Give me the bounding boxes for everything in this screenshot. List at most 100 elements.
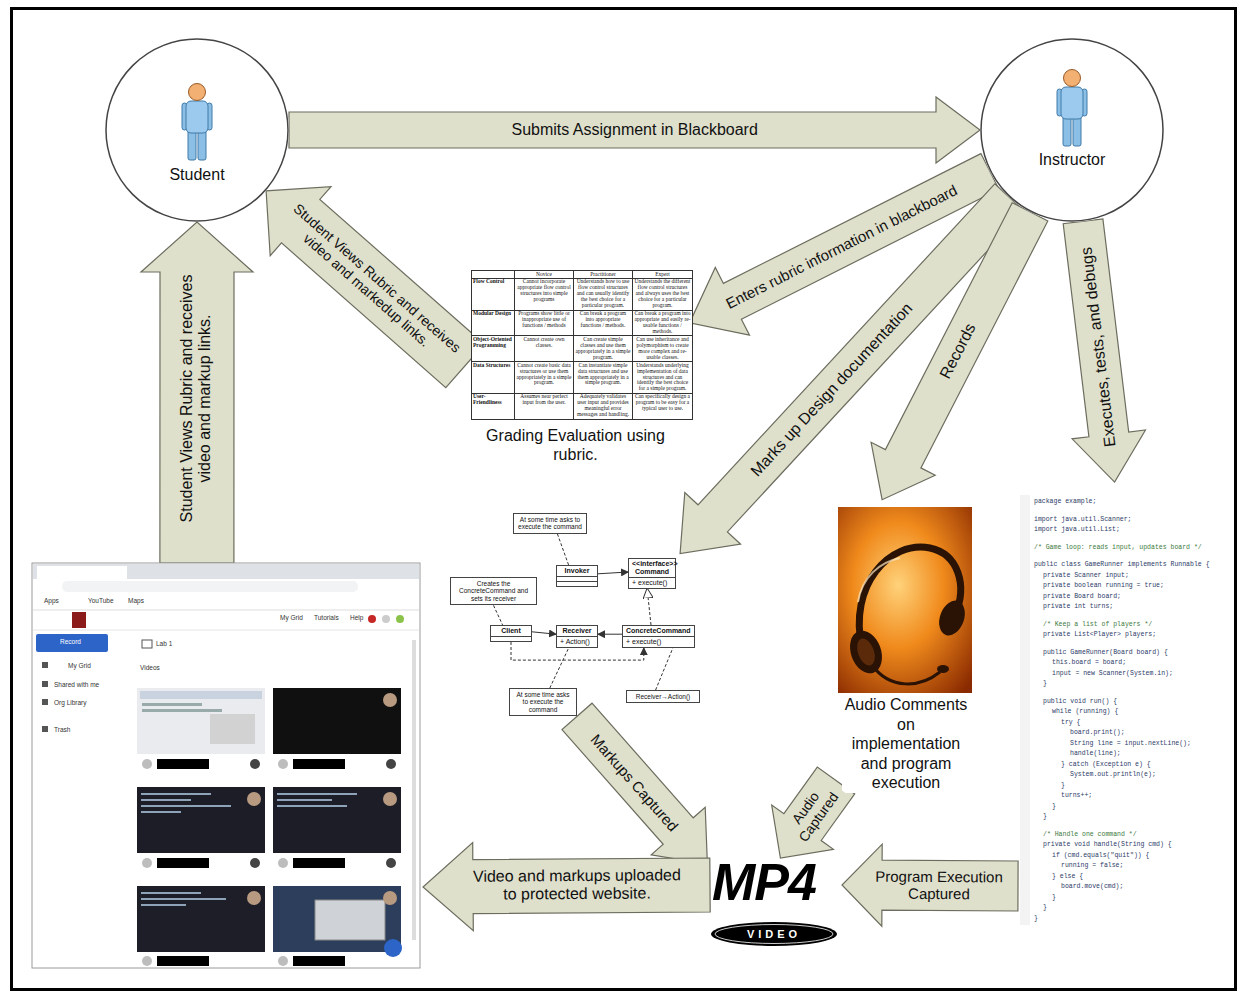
drawing-part: [273, 886, 401, 952]
drawing-part: [293, 956, 345, 966]
drawing-part: [278, 759, 288, 769]
drawing-part: [141, 799, 191, 801]
arrow-label-slot: Student Views Rubric and receives video …: [273, 194, 471, 374]
text-slot: }: [1043, 904, 1047, 912]
code-line: board.print();: [1070, 729, 1125, 737]
rubric-row: Modular DesignPrograms show little or in…: [472, 310, 693, 336]
drawing-part: [62, 581, 358, 592]
rubric-row: NovicePractitionerExpert: [472, 271, 693, 279]
uml-class: Invoker: [556, 565, 598, 587]
drawing-part: [157, 956, 209, 966]
logo-text: MP4: [712, 856, 816, 908]
drawing-part: [33, 610, 419, 611]
actor-name: Student: [105, 165, 289, 185]
uml-note: At some time asks to execute the command: [513, 513, 587, 534]
drawing-part: [277, 793, 357, 795]
code-line: }: [1061, 782, 1065, 790]
drawing-part: [386, 759, 396, 769]
rubric-row: Data StructuresCannot create basic data …: [472, 362, 693, 394]
text-slot: Apps: [44, 597, 59, 605]
code-line: turns++;: [1061, 792, 1092, 800]
code-line: this.board = board;: [1052, 659, 1126, 667]
arrow-label-slot: Program Execution Captured: [865, 868, 1013, 903]
drawing-part: [277, 799, 332, 801]
arrow-label: Submits Assignment in Blackboard: [512, 121, 758, 139]
rubric-criterion: User-Friendliness: [472, 393, 515, 419]
drawing-part: [935, 597, 970, 639]
uml-connector: [557, 534, 568, 565]
circle-shape: [980, 38, 1164, 222]
website-screenshot: [32, 563, 420, 968]
arrow-label: Program Execution Captured: [865, 868, 1013, 903]
text-slot: import java.util.List;: [1034, 526, 1120, 534]
circle-border: [981, 39, 1163, 221]
drawing-part: [142, 759, 152, 769]
code-line: private int turns;: [1043, 603, 1113, 611]
rubric-criterion: Modular Design: [472, 310, 515, 336]
screen-text: Help: [350, 614, 363, 622]
text-slot: } catch (Exception e) {: [1061, 761, 1151, 769]
code-line: private List<Player> players;: [1043, 631, 1156, 639]
circle-ground: [980, 38, 1164, 222]
uml-connector: [647, 589, 651, 625]
arrow-label: Student Views Rubric and receives video …: [178, 256, 215, 541]
text-slot: this.board = board;: [1052, 659, 1126, 667]
drawing-part: [142, 709, 222, 712]
block-arrow: [289, 97, 980, 163]
text-slot: } else {: [1052, 873, 1083, 881]
class-compartment: + Action(): [557, 636, 597, 647]
class-compartment: + execute(): [629, 577, 675, 588]
rubric-row: User-FriendlinessAssumes near perfect in…: [472, 393, 693, 419]
drawing-part: [386, 858, 396, 868]
code-line: System.out.println(e);: [1070, 771, 1156, 779]
rubric-figure: NovicePractitionerExpertFlow ControlCann…: [465, 268, 686, 464]
drawing-part: [278, 858, 288, 868]
drawing-part: [277, 805, 347, 807]
actor-name: Instructor: [980, 150, 1164, 170]
code-line: String line = input.nextLine();: [1070, 740, 1191, 748]
logo-subtext: VIDEO: [710, 928, 838, 940]
class-name: Invoker: [560, 567, 594, 575]
rubric-row: Object-Oriented ProgrammingCannot create…: [472, 336, 693, 362]
drawing-part: [157, 759, 209, 769]
class-operation: + Action(): [560, 638, 594, 646]
code-gutter: [1020, 495, 1030, 925]
rubric-cell: Can break a program into appropriate and…: [633, 310, 693, 336]
figure-caption: Grading Evaluation using rubric.: [476, 426, 676, 464]
text-slot: YouTube: [88, 597, 114, 605]
text-slot: if (cmd.equals("quit")) {: [1052, 852, 1150, 860]
rubric-table: NovicePractitionerExpertFlow ControlCann…: [471, 270, 693, 420]
text-slot: }: [1052, 894, 1056, 902]
screen-text: Lab 1: [156, 640, 172, 648]
text-slot: public void run() {: [1043, 698, 1117, 706]
arrow-label-slot: Student Views Rubric and receives video …: [178, 256, 215, 541]
code-line: }: [1043, 904, 1047, 912]
connectors: [141, 97, 1146, 931]
class-operation: + execute(): [632, 579, 672, 587]
drawing-part: [142, 858, 152, 868]
block-arrow: [842, 844, 1018, 926]
code-line: public void run() {: [1043, 698, 1117, 706]
code-line: input = new Scanner(System.in);: [1052, 670, 1173, 678]
code-line: while (running) {: [1052, 708, 1118, 716]
drawing-part: [396, 615, 404, 623]
text-slot: }: [1043, 813, 1047, 821]
text-slot: board.move(cmd);: [1061, 883, 1123, 891]
arrow-label: Markups Captured: [588, 730, 683, 834]
screen-text: YouTube: [88, 597, 114, 605]
code-line: /* Handle one command */: [1043, 831, 1137, 839]
screen-text: Trash: [54, 726, 70, 734]
note-text: Receiver→Action(): [630, 693, 696, 700]
drawing-part: [293, 759, 345, 769]
uml-note: At some time asks to execute the command: [509, 688, 577, 716]
text-slot: }: [1043, 680, 1047, 688]
text-slot: String line = input.nextLine();: [1070, 740, 1191, 748]
circle-shape: [105, 38, 289, 222]
class-name: Receiver: [560, 627, 594, 635]
drawing-part: [142, 703, 202, 706]
drawing-part: [37, 566, 127, 579]
class-compartment-empty: [557, 581, 597, 586]
code-line: public class GameRunner implements Runna…: [1034, 561, 1210, 569]
block-arrow: [141, 222, 253, 563]
